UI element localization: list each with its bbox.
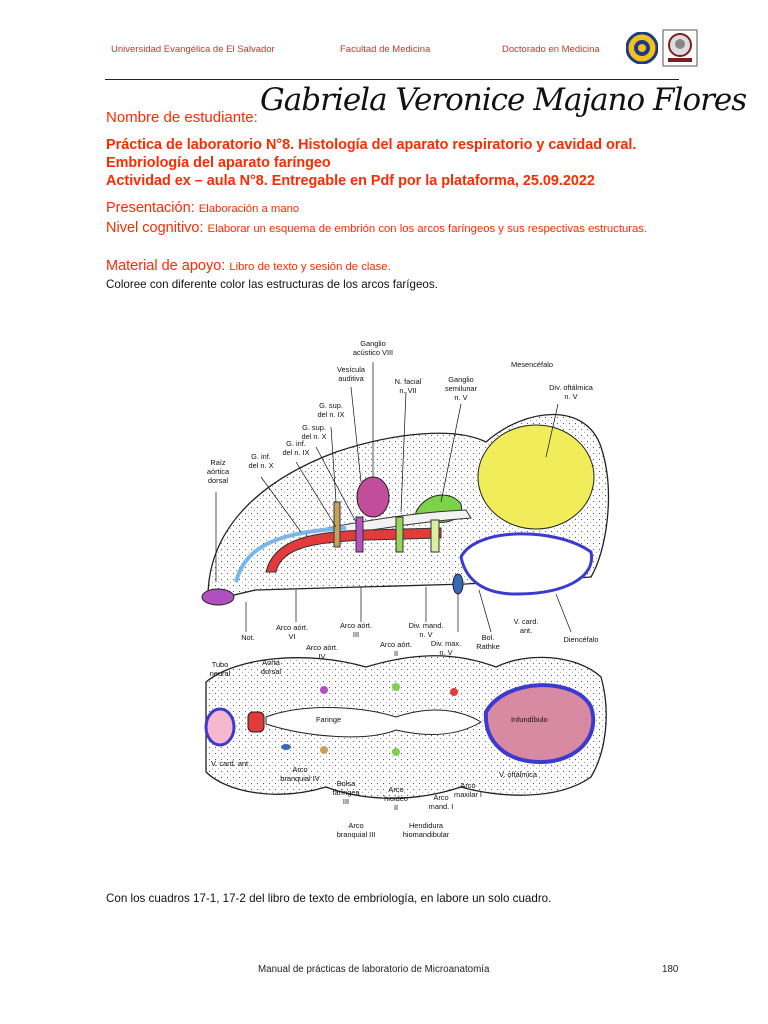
label-not: Not. xyxy=(241,633,255,642)
material-label: Material de apoyo: xyxy=(106,258,230,274)
label-infundibulo: Infundíbulo xyxy=(511,715,548,724)
material-value: Libro de texto y sesión de clase. xyxy=(229,261,391,273)
nivel-value: Elaborar un esquema de embrión con los a… xyxy=(207,223,648,235)
cardinal-vein-section xyxy=(281,744,291,750)
label-mesencefalo: Mesencéfalo xyxy=(511,360,553,369)
label-arco-aort-iv: Arco aórt.IV xyxy=(306,643,338,661)
diencephalon-vesicle xyxy=(459,532,594,596)
activity-label: Actividad ex – aula N°8 xyxy=(106,173,264,189)
material-row: Material de apoyo: Libro de texto y sesi… xyxy=(106,258,391,274)
label-bol-rathke: Bol.Rathke xyxy=(476,633,499,651)
label-arco-aort-vi: Arco aórt.VI xyxy=(276,623,308,641)
presentacion-label: Presentación: xyxy=(106,200,199,216)
aortic-arch-dot xyxy=(320,686,328,694)
university-logo xyxy=(626,32,658,64)
label-arco-aort-ii: Arco aórt.II xyxy=(380,640,412,658)
student-name-label: Nombre de estudiante: xyxy=(106,109,258,126)
footer-title: Manual de prácticas de laboratorio de Mi… xyxy=(258,964,490,975)
label-g-sup-x: G. sup.del n. X xyxy=(301,423,326,441)
header-divider xyxy=(105,79,679,80)
dorsal-aorta-shape xyxy=(247,711,265,733)
header-faculty: Facultad de Medicina xyxy=(340,44,431,55)
presentacion-value: Elaboración a mano xyxy=(198,203,300,215)
cardinal-vein-line xyxy=(234,526,347,583)
arch-ii-lower-dot xyxy=(392,748,400,756)
presentacion-row: Presentación: Elaboración a mano xyxy=(106,200,299,216)
leader-lines xyxy=(215,362,572,633)
nerve-vii-shape xyxy=(395,516,404,553)
label-v-card-ant-bottom: V. card. ant. xyxy=(211,759,250,768)
nivel-label: Nivel cognitivo: xyxy=(106,220,208,236)
infundibulum-shape xyxy=(483,683,596,765)
label-g-inf-ix: G. inf.del n. IX xyxy=(282,439,309,457)
arch-iv-dot xyxy=(320,746,328,754)
pharynx-lumen xyxy=(265,707,482,738)
rathke-pouch-shape xyxy=(452,573,464,595)
neural-tube-lateral xyxy=(201,588,235,606)
label-g-inf-x: G. inf.del n. X xyxy=(248,452,273,470)
activity-deadline: . Entregable en Pdf por la plataforma, 2… xyxy=(263,173,595,189)
neural-tube-section xyxy=(204,707,236,747)
header-program: Doctorado en Medicina xyxy=(502,44,600,55)
nivel-row: Nivel cognitivo: Elaborar un esquema de … xyxy=(106,220,666,238)
label-arco-aort-iii: Arco aórt.III xyxy=(340,621,372,639)
instruction-text: Coloree con diferente color las estructu… xyxy=(106,278,438,291)
nerve-ix-shape xyxy=(333,501,341,548)
nerve-v-shape xyxy=(430,519,440,553)
mesencephalon-shape xyxy=(477,424,595,530)
arch-ii-dot xyxy=(392,683,400,691)
closing-instruction: Con los cuadros 17-1, 17-2 del libro de … xyxy=(106,892,552,905)
faculty-logo xyxy=(662,29,698,67)
page-number: 180 xyxy=(662,964,679,975)
practice-title: Práctica de laboratorio N°8. Histología … xyxy=(106,137,637,153)
student-name-handwritten: Gabriela Veronice Majano Flores xyxy=(260,82,747,118)
arch-i-dot xyxy=(450,688,458,696)
label-div-mand: Div. mand.n. V xyxy=(409,621,444,639)
header-university: Universidad Evangélica de El Salvador xyxy=(111,44,275,55)
label-v-oftalmica: V. oftálmica xyxy=(499,770,538,779)
label-faringe: Faringe xyxy=(316,715,341,724)
activity-line: Actividad ex – aula N°8. Entregable en P… xyxy=(106,173,595,189)
nerve-x-shape xyxy=(355,516,364,553)
label-v-card-ant-top: V. card.ant. xyxy=(514,617,539,635)
label-div-max: Div. max.n. V xyxy=(431,639,461,657)
label-g-sup-ix: G. sup.del n. IX xyxy=(317,401,344,419)
practice-subtitle: Embriología del aparato faríngeo xyxy=(106,155,331,171)
otic-vesicle-shape xyxy=(356,476,390,518)
label-diencefalo: Diencéfalo xyxy=(564,635,599,644)
